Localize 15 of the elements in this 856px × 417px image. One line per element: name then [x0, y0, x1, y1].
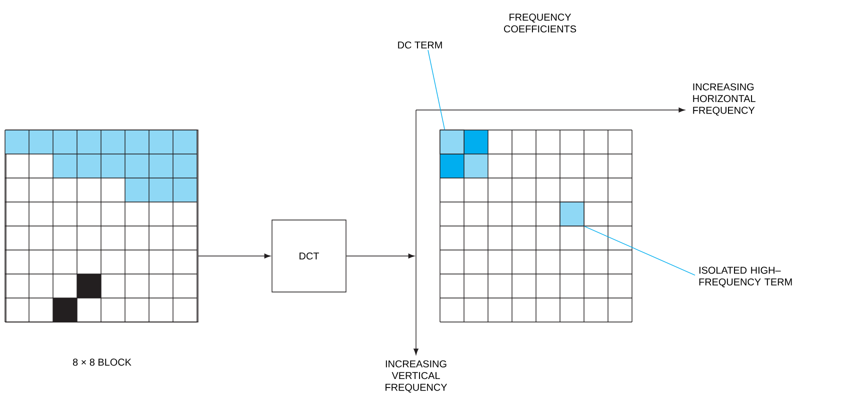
arrow	[198, 254, 271, 258]
pixel-grid	[4, 130, 198, 322]
coefficient-grid-drawing	[414, 108, 685, 355]
grid-cell	[560, 202, 584, 226]
callout-text: ISOLATED HIGH–FREQUENCY TERM	[699, 266, 792, 288]
grid-caption: 8 × 8 BLOCK	[72, 358, 132, 366]
process-box: DCT	[272, 220, 346, 292]
grid-cell	[440, 130, 464, 154]
leader-line	[584, 226, 696, 276]
arrow	[346, 254, 415, 258]
axis-label: INCREASING VERTICAL FREQUENCY	[386, 360, 448, 393]
grid-heading: FREQUENCY COEFFICIENTS	[504, 14, 576, 32]
callout-text: DC TERM	[398, 41, 442, 49]
leader-line	[428, 50, 445, 130]
axis-label: INCREASING HORIZONTAL FREQUENCY	[693, 83, 756, 116]
